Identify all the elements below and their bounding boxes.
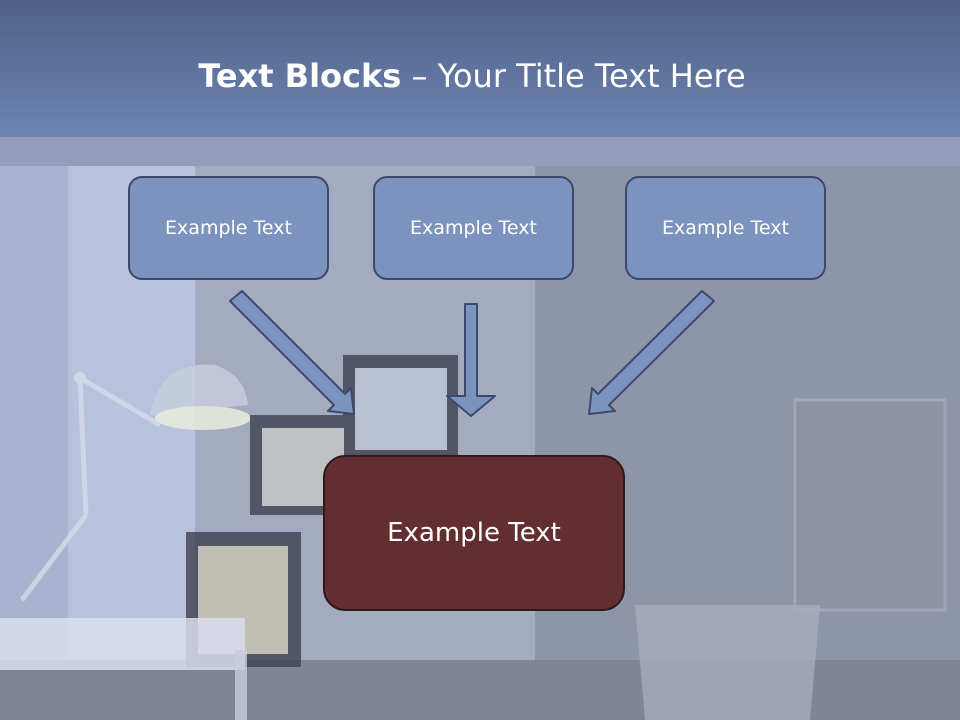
text-block-3[interactable]: Example Text [625,176,826,280]
lamp-illustration [20,364,251,602]
title-rest: – Your Title Text Here [401,57,746,95]
main-text-block-label: Example Text [387,518,561,548]
arrow-right[interactable] [588,290,715,415]
arrow-center[interactable] [446,303,496,417]
text-block-1-label: Example Text [165,217,292,239]
slide-title[interactable]: Text Blocks – Your Title Text Here [0,56,944,96]
title-bold: Text Blocks [198,57,402,95]
arrow-left[interactable] [229,290,355,415]
text-block-1[interactable]: Example Text [128,176,329,280]
main-text-block[interactable]: Example Text [323,455,625,611]
title-band [0,137,960,166]
title-bar [0,0,960,137]
text-block-3-label: Example Text [662,217,789,239]
text-block-2-label: Example Text [410,217,537,239]
text-block-2[interactable]: Example Text [373,176,574,280]
